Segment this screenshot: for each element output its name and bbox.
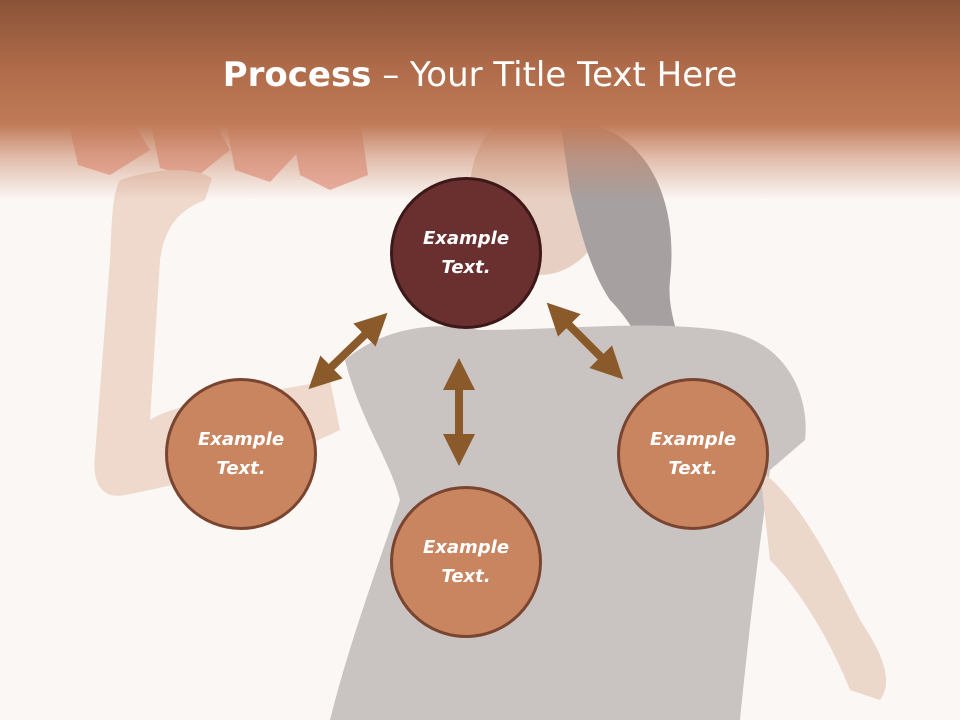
arrow-left-top	[308, 312, 388, 390]
node-bottom: Example Text.	[390, 486, 542, 638]
title-rest: – Your Title Text Here	[371, 55, 738, 95]
title-bold: Process	[222, 55, 372, 95]
page-title: Process – Your Title Text Here	[0, 52, 960, 98]
node-bottom-line1: Example	[422, 537, 510, 558]
title-band	[0, 0, 960, 200]
node-left-line2: Text.	[216, 458, 266, 479]
node-left: Example Text.	[165, 378, 317, 530]
node-bottom-line2: Text.	[441, 566, 491, 587]
node-top-line2: Text.	[441, 257, 491, 278]
node-top: Example Text.	[390, 177, 542, 329]
node-top-line1: Example	[422, 228, 510, 249]
node-right-line2: Text.	[668, 458, 718, 479]
right-arm	[760, 470, 887, 700]
node-left-line1: Example	[197, 429, 285, 450]
node-right: Example Text.	[617, 378, 769, 530]
arrow-top-right	[546, 302, 624, 380]
node-right-line1: Example	[649, 429, 737, 450]
